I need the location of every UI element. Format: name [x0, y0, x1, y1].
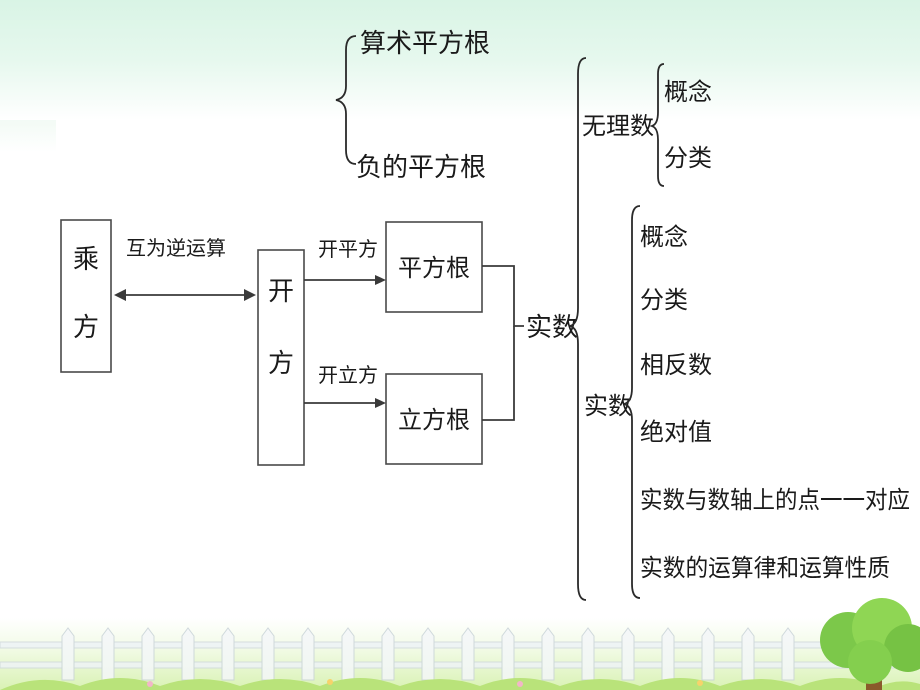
real-item-numberline: 实数与数轴上的点一一对应: [640, 486, 910, 514]
inverse-arrow-head-right: [244, 289, 256, 301]
real-item-absolute: 绝对值: [640, 418, 712, 446]
real-label: 实数: [526, 313, 578, 343]
open-box-label-1: 开: [268, 277, 294, 307]
irrational-item-class: 分类: [664, 144, 712, 172]
sqrt-op-label: 开平方: [318, 237, 378, 261]
inverse-label: 互为逆运算: [126, 236, 226, 260]
sqrt-branch-negative: 负的平方根: [356, 153, 486, 183]
fence-decoration: [0, 627, 920, 681]
cbrt-box-label: 立方根: [398, 406, 470, 434]
content-panel: [56, 120, 920, 625]
irrational-item-concept: 概念: [664, 78, 712, 106]
real-item-operations: 实数的运算律和运算性质: [640, 554, 890, 582]
header-band: [0, 0, 920, 120]
tree-icon: [820, 598, 920, 690]
irrational-brace: [649, 63, 665, 187]
open-box-label-2: 方: [268, 349, 294, 379]
real-brace: [569, 57, 587, 601]
cbrt-arrow-head: [375, 398, 386, 408]
sqrt-arrow-head: [375, 275, 386, 285]
grass-decoration: [0, 678, 920, 690]
open-box: [257, 249, 305, 466]
cbrt-op-label: 开立方: [318, 363, 378, 387]
sqrt-branch-brace: [335, 35, 357, 165]
cbrt-box: [385, 373, 483, 465]
cbrt-connector: [482, 326, 515, 421]
real-item-class: 分类: [640, 286, 688, 314]
sqrt-connector: [482, 265, 524, 327]
real-item-opposite: 相反数: [640, 351, 712, 379]
real-sub-brace: [623, 205, 641, 599]
real-sub-label: 实数: [584, 392, 632, 420]
root-box: [60, 219, 112, 373]
inverse-arrow-head-left: [114, 289, 126, 301]
real-item-concept: 概念: [640, 223, 688, 251]
root-box-label-2: 方: [73, 313, 99, 343]
sqrt-branch-arithmetic: 算术平方根: [360, 29, 490, 59]
irrational-label: 无理数: [582, 112, 654, 140]
sqrt-box-label: 平方根: [398, 254, 470, 282]
root-box-label-1: 乘: [73, 245, 99, 275]
sqrt-box: [385, 221, 483, 313]
